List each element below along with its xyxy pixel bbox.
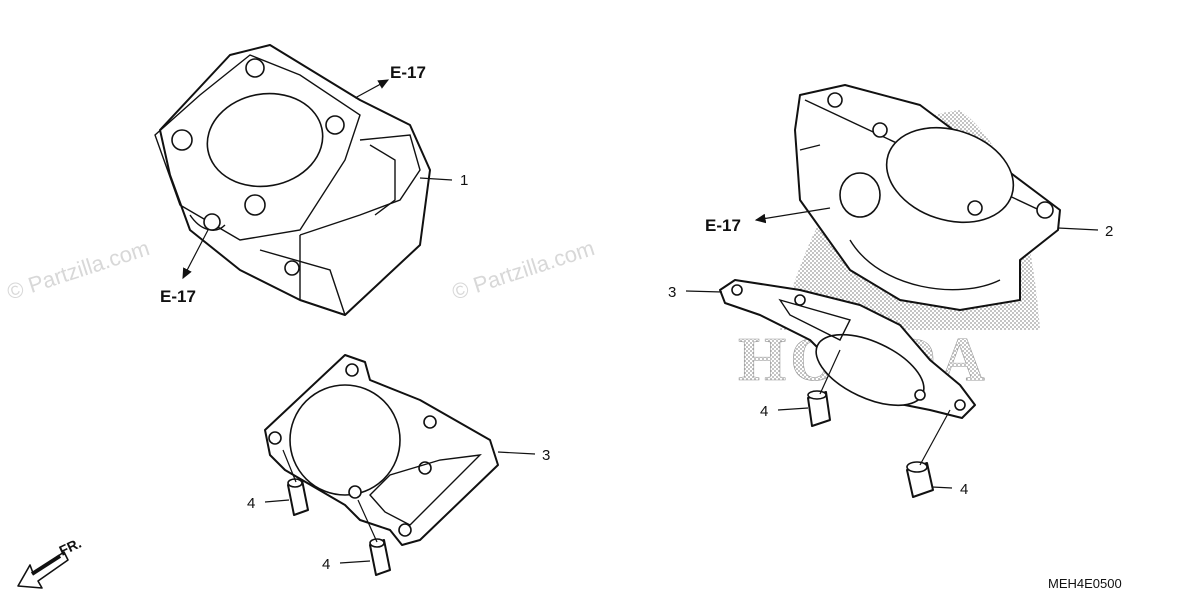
callout-1: 1 — [460, 172, 468, 189]
dowel-pin-left-b[interactable] — [369, 538, 391, 576]
gasket-bore-left — [289, 384, 401, 496]
callout-4-right-a: 4 — [760, 403, 768, 420]
watermark-left: © Partzilla.com — [4, 235, 153, 305]
front-label: FR. — [57, 535, 84, 559]
callout-4-left-b: 4 — [322, 556, 330, 573]
cylinder-bore-right — [885, 126, 1015, 224]
callout-3-left: 3 — [542, 447, 550, 464]
callout-4-right-b: 4 — [960, 481, 968, 498]
callout-2: 2 — [1105, 223, 1113, 240]
ref-label-right: E-17 — [705, 216, 741, 235]
ref-label-left-bottom: E-17 — [160, 287, 196, 306]
dowel-pin-left-a[interactable] — [287, 478, 309, 516]
front-direction-indicator: FR. — [17, 535, 84, 589]
leader-lines — [264, 177, 1099, 564]
cylinder-right[interactable] — [794, 84, 1061, 311]
dowel-pin-right-b[interactable] — [906, 461, 934, 498]
cylinder-bore-left — [206, 92, 324, 188]
gasket-left[interactable] — [264, 354, 499, 546]
callout-4-left-a: 4 — [247, 495, 255, 512]
callout-3-right: 3 — [668, 284, 676, 301]
ref-label-left-top: E-17 — [390, 63, 426, 82]
reference-arrows — [182, 79, 831, 280]
diagram-code: MEH4E0500 — [1048, 576, 1122, 591]
dowel-pin-right-a[interactable] — [807, 390, 831, 427]
cylinder-left[interactable] — [154, 44, 431, 316]
gasket-right[interactable] — [719, 279, 976, 420]
watermark-center: © Partzilla.com — [449, 235, 598, 305]
